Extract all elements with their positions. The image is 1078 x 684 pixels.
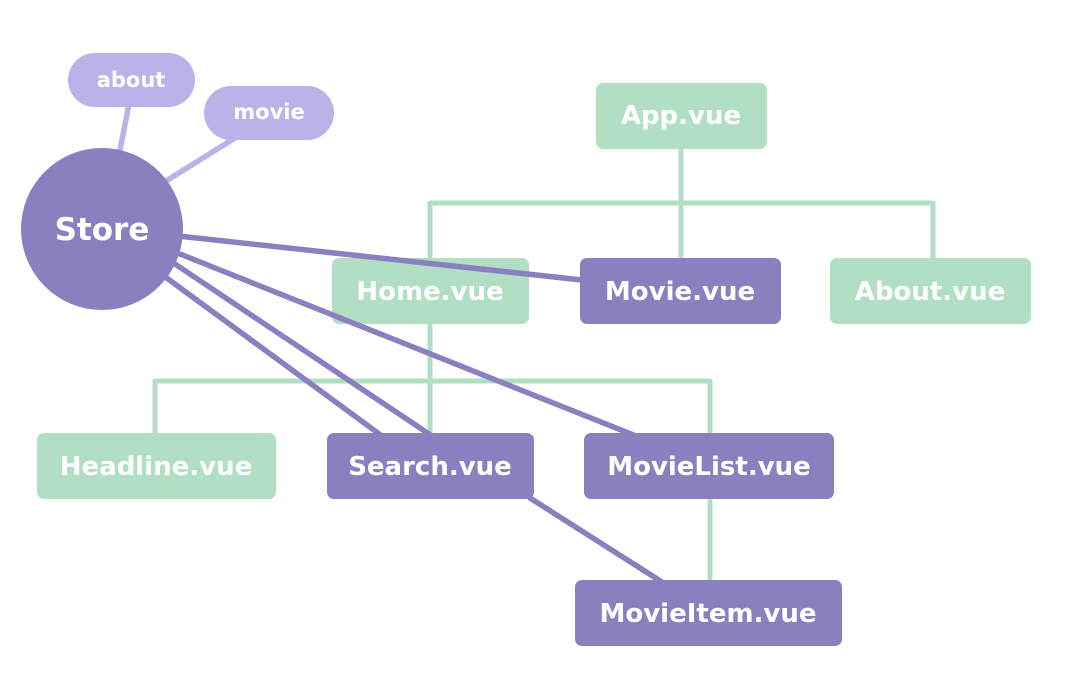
module-about: about	[68, 53, 195, 107]
node-movieitem-box	[575, 580, 842, 646]
node-search-label: Search.vue	[348, 452, 512, 482]
node-headline: Headline.vue	[37, 433, 276, 499]
node-movielist-box	[584, 433, 834, 499]
store-to-search-line-a	[169, 259, 435, 439]
node-movielist-label: MovieList.vue	[607, 452, 811, 482]
store-circle	[21, 148, 183, 310]
module-about-pill	[68, 53, 195, 107]
module-movie: movie	[204, 86, 334, 140]
node-app: App.vue	[596, 83, 767, 149]
node-about-box	[830, 258, 1031, 324]
node-home-box	[332, 258, 529, 324]
store-to-about-module-line	[117, 103, 132, 151]
node-movie: Movie.vue	[580, 258, 781, 324]
tree-connectors	[152, 148, 936, 584]
store-label: Store	[55, 212, 150, 248]
node-movieitem-label: MovieItem.vue	[599, 599, 816, 629]
store-to-movie-module-line	[164, 135, 237, 184]
module-about-label: about	[97, 68, 166, 92]
node-headline-label: Headline.vue	[60, 452, 253, 482]
search-to-movieitem-line	[527, 495, 665, 585]
store-modules: about movie	[68, 53, 334, 184]
node-movie-label: Movie.vue	[605, 277, 755, 307]
node-movieitem: MovieItem.vue	[575, 580, 842, 646]
node-home-label: Home.vue	[356, 277, 503, 307]
node-home: Home.vue	[332, 258, 529, 324]
store-connectors	[161, 233, 665, 585]
node-movielist: MovieList.vue	[584, 433, 834, 499]
node-app-box	[596, 83, 767, 149]
app-to-children-connector	[427, 148, 936, 262]
node-movie-box	[580, 258, 781, 324]
store-node: Store	[21, 148, 183, 310]
node-headline-box	[37, 433, 276, 499]
store-to-movie-line	[175, 233, 585, 283]
store-to-movielist-line	[177, 251, 639, 439]
node-app-label: App.vue	[621, 101, 741, 131]
node-search-box	[327, 433, 534, 499]
module-movie-pill	[204, 86, 334, 140]
node-about-label: About.vue	[855, 277, 1006, 307]
module-movie-label: movie	[233, 100, 304, 124]
store-to-search-line-b	[161, 273, 385, 439]
node-about: About.vue	[830, 258, 1031, 324]
home-to-children-connector	[152, 323, 713, 436]
node-search: Search.vue	[327, 433, 534, 499]
